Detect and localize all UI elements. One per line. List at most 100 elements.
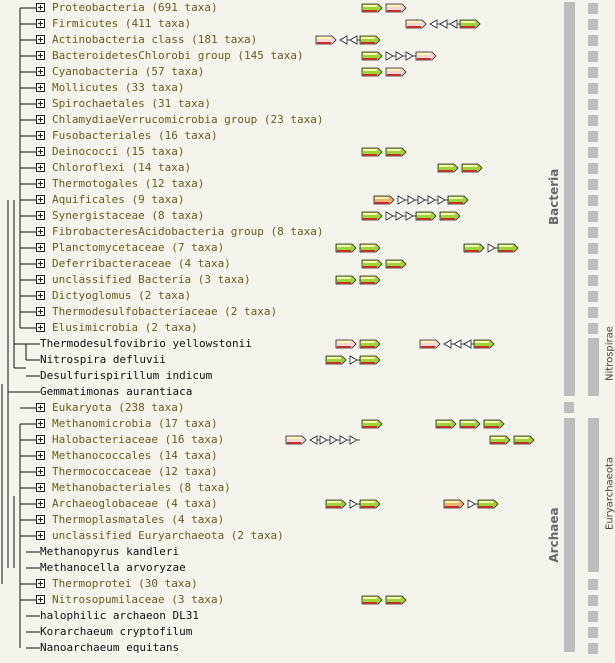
taxon-group-label[interactable]: Fusobacteriales (16 taxa) [52, 129, 218, 142]
tree-row: Cyanobacteria (57 taxa) [0, 64, 615, 80]
gene-box [443, 499, 465, 509]
taxon-group-label[interactable]: Methanococcales (14 taxa) [52, 449, 218, 462]
expand-icon[interactable] [36, 83, 45, 92]
gene-triangle [329, 435, 338, 445]
gene-triangle [405, 211, 414, 221]
expand-icon[interactable] [36, 163, 45, 172]
expand-icon[interactable] [36, 595, 45, 604]
taxon-group-label[interactable]: Deinococci (15 taxa) [52, 145, 185, 158]
gene-box [461, 163, 483, 173]
taxon-group-label[interactable]: Thermoplasmatales (4 taxa) [52, 513, 225, 526]
gene-triangle [429, 19, 438, 29]
expand-icon[interactable] [36, 323, 45, 332]
taxon-group-label[interactable]: Archaeoglobaceae (4 taxa) [52, 497, 218, 510]
taxon-leaf-label: halophilic archaeon DL31 [40, 609, 199, 622]
taxon-group-label[interactable]: Firmicutes (411 taxa) [52, 17, 192, 30]
expand-icon[interactable] [36, 419, 45, 428]
expand-icon[interactable] [36, 131, 45, 140]
taxon-group-label[interactable]: unclassified Euryarchaeota (2 taxa) [52, 529, 284, 542]
expand-icon[interactable] [36, 259, 45, 268]
taxon-group-label[interactable]: Methanobacteriales (8 taxa) [52, 481, 231, 494]
taxon-group-label[interactable]: Planctomycetaceae (7 taxa) [52, 241, 225, 254]
gene-track [335, 243, 519, 253]
taxon-group-label[interactable]: Eukaryota (238 taxa) [52, 401, 185, 414]
phylum-marker [588, 611, 598, 622]
taxon-group-label[interactable]: Synergistaceae (8 taxa) [52, 209, 205, 222]
taxon-group-label[interactable]: Proteobacteria (691 taxa) [52, 1, 218, 14]
tree-row: Methanomicrobia (17 taxa) [0, 416, 615, 432]
gene-box [463, 243, 485, 253]
taxon-group-label[interactable]: Deferribacteraceae (4 taxa) [52, 257, 231, 270]
taxon-group-label[interactable]: Thermotogales (12 taxa) [52, 177, 205, 190]
expand-icon[interactable] [36, 35, 45, 44]
expand-icon[interactable] [36, 499, 45, 508]
taxon-group-label[interactable]: Dictyoglomus (2 taxa) [52, 289, 192, 302]
taxon-group-label[interactable]: FibrobacteresAcidobacteria group (8 taxa… [52, 225, 324, 238]
expand-icon[interactable] [36, 227, 45, 236]
tree-row: Thermococcaceae (12 taxa) [0, 464, 615, 480]
taxon-group-label[interactable]: Cyanobacteria (57 taxa) [52, 65, 205, 78]
expand-icon[interactable] [36, 435, 45, 444]
expand-icon[interactable] [36, 115, 45, 124]
expand-icon[interactable] [36, 579, 45, 588]
gene-triangle [417, 195, 426, 205]
expand-icon[interactable] [36, 243, 45, 252]
tree-row: Gemmatimonas aurantiaca [0, 384, 615, 400]
gene-track [325, 499, 499, 509]
phylum-marker [588, 51, 598, 62]
expand-icon[interactable] [36, 307, 45, 316]
tree-row: Fusobacteriales (16 taxa) [0, 128, 615, 144]
taxon-group-label[interactable]: Methanomicrobia (17 taxa) [52, 417, 218, 430]
taxon-group-label[interactable]: Nitrosopumilaceae (3 taxa) [52, 593, 225, 606]
expand-icon[interactable] [36, 275, 45, 284]
tree-row: Methanocella arvoryzae [0, 560, 615, 576]
expand-icon[interactable] [36, 51, 45, 60]
expand-icon[interactable] [36, 195, 45, 204]
taxon-leaf-label: Methanocella arvoryzae [40, 561, 186, 574]
expand-icon[interactable] [36, 531, 45, 540]
gene-triangle [339, 35, 348, 45]
taxon-group-label[interactable]: Halobacteriaceae (16 taxa) [52, 433, 225, 446]
gene-box [373, 195, 395, 205]
gene-triangle [407, 195, 416, 205]
gene-track [361, 211, 461, 221]
domain-label-archaea: Archaea [547, 507, 561, 563]
taxon-group-label[interactable]: Spirochaetales (31 taxa) [52, 97, 211, 110]
expand-icon[interactable] [36, 147, 45, 156]
expand-icon[interactable] [36, 515, 45, 524]
expand-icon[interactable] [36, 3, 45, 12]
taxon-group-label[interactable]: ChlamydiaeVerrucomicrobia group (23 taxa… [52, 113, 324, 126]
gene-box [477, 499, 499, 509]
phylum-marker [588, 163, 598, 174]
gene-box [325, 355, 347, 365]
gene-box [361, 259, 383, 269]
expand-icon[interactable] [36, 99, 45, 108]
gene-triangle [349, 35, 358, 45]
gene-box [437, 163, 459, 173]
gene-triangle [309, 435, 318, 445]
taxon-group-label[interactable]: Aquificales (9 taxa) [52, 193, 185, 206]
expand-icon[interactable] [36, 451, 45, 460]
taxon-group-label[interactable]: unclassified Bacteria (3 taxa) [52, 273, 251, 286]
gene-triangle [349, 499, 358, 509]
taxon-group-label[interactable]: BacteroidetesChlorobi group (145 taxa) [52, 49, 304, 62]
taxon-group-label[interactable]: Mollicutes (33 taxa) [52, 81, 185, 94]
gene-track [315, 35, 381, 45]
expand-icon[interactable] [36, 67, 45, 76]
expand-icon[interactable] [36, 483, 45, 492]
gene-box [385, 67, 407, 77]
taxon-group-label[interactable]: Thermococcaceae (12 taxa) [52, 465, 218, 478]
eukaryota-marker [564, 402, 574, 413]
tree-row: Dictyoglomus (2 taxa) [0, 288, 615, 304]
taxon-group-label[interactable]: Actinobacteria class (181 taxa) [52, 33, 258, 46]
expand-icon[interactable] [36, 291, 45, 300]
taxon-group-label[interactable]: Elusimicrobia (2 taxa) [52, 321, 198, 334]
expand-icon[interactable] [36, 211, 45, 220]
expand-icon[interactable] [36, 19, 45, 28]
expand-icon[interactable] [36, 179, 45, 188]
taxon-group-label[interactable]: Thermoprotei (30 taxa) [52, 577, 198, 590]
taxon-group-label[interactable]: Chloroflexi (14 taxa) [52, 161, 192, 174]
taxon-group-label[interactable]: Thermodesulfobacteriaceae (2 taxa) [52, 305, 278, 318]
expand-icon[interactable] [36, 467, 45, 476]
expand-icon[interactable] [36, 403, 45, 412]
